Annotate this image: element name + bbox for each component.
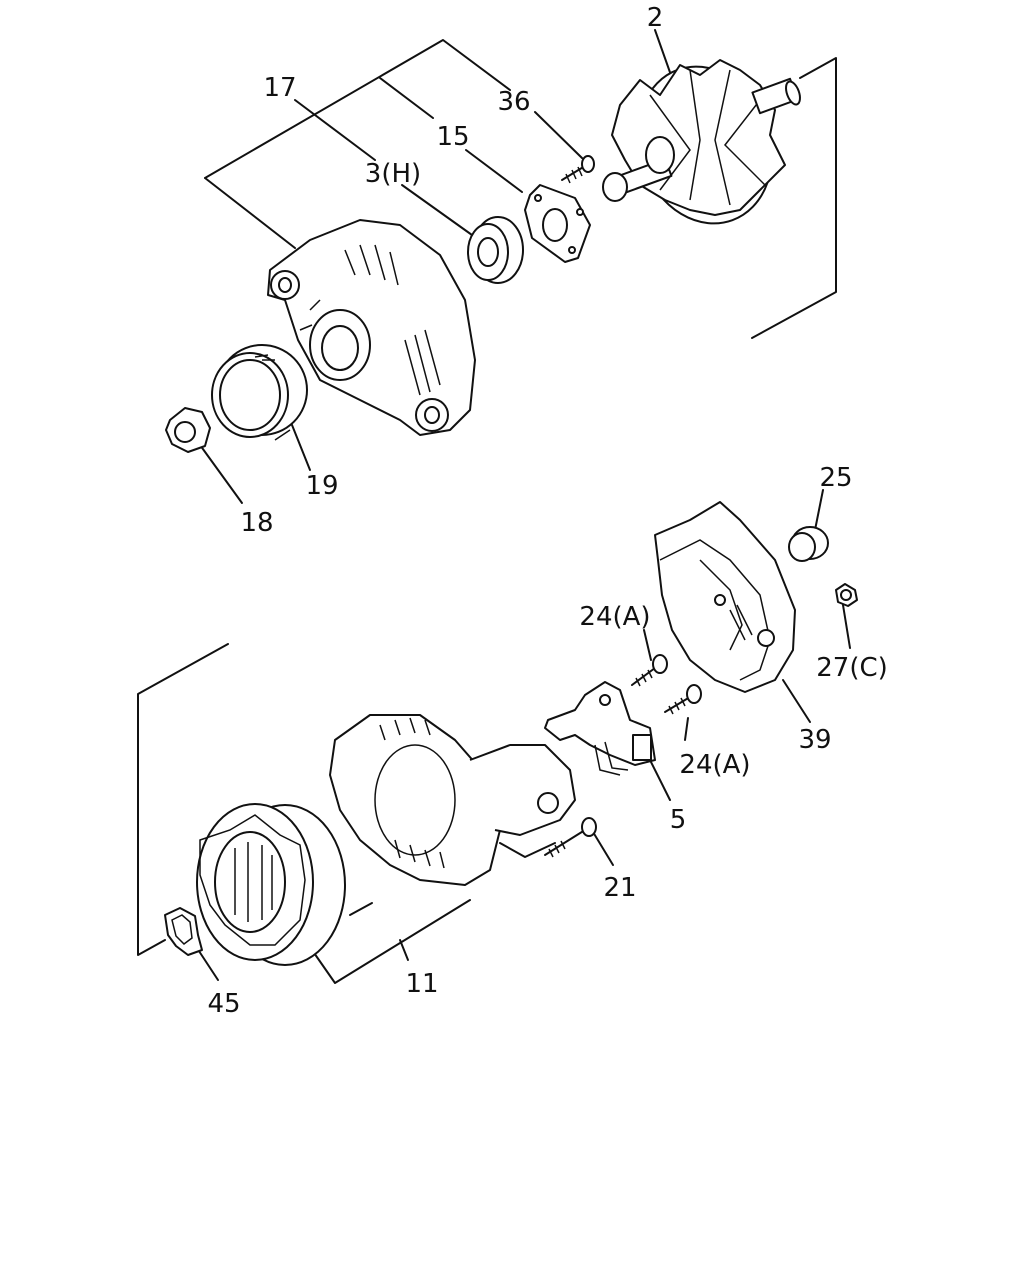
stator [196,803,373,966]
drive-end-housing-17 [267,219,476,436]
part-labels: 2 17 36 15 3(H) 19 18 25 24(A) 27(C) 24(… [207,3,887,1019]
screw-24a-top [631,654,668,687]
label-part-25: 25 [819,463,852,493]
bracket-17-36 [204,39,511,179]
rear-cover-39 [654,501,796,693]
label-part-17: 17 [263,73,296,103]
label-part-19: 19 [305,471,338,501]
label-part-18: 18 [240,508,273,538]
clip-45 [164,907,203,956]
bolt-21 [544,817,597,858]
label-part-39: 39 [798,725,831,755]
plate-15 [524,184,591,263]
label-part-3h: 3(H) [365,159,421,189]
label-part-21: 21 [603,873,636,903]
regulator-5 [544,681,656,776]
screw-24a-mid [664,684,702,715]
bracket-stator-left [137,643,229,956]
group-bracket-lines [137,39,837,984]
label-part-11: 11 [405,969,438,999]
cap-25 [788,526,829,562]
label-part-5: 5 [670,805,687,835]
nut-27c [835,583,858,607]
screw-36 [561,155,595,184]
label-part-36: 36 [497,87,530,117]
label-part-15: 15 [436,122,469,152]
label-part-2: 2 [647,3,664,33]
bracket-11 [311,899,471,984]
label-part-24a-mid: 24(A) [679,750,750,780]
nut-18 [165,407,211,453]
pulley-19 [211,344,308,441]
slip-ring-housing-11 [329,714,576,886]
rotor-part [602,59,801,225]
bracket-rotor-right [751,57,837,339]
label-part-24a-top: 24(A) [579,602,650,632]
bearing-3h [467,216,524,284]
label-part-27c: 27(C) [816,653,888,683]
label-part-45: 45 [207,989,240,1019]
